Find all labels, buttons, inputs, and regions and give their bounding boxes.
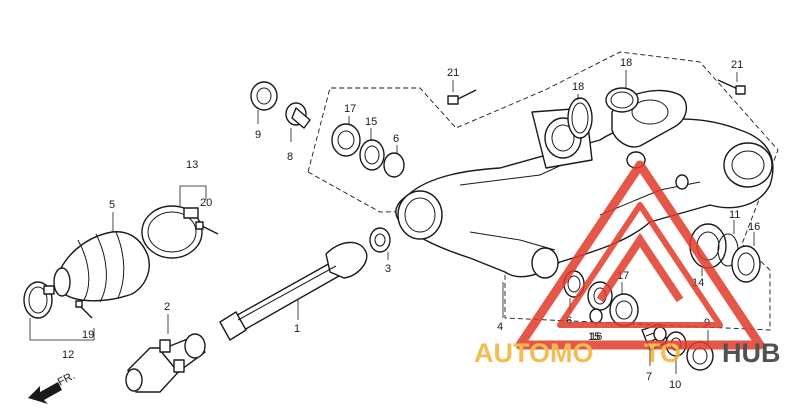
bearing-17-lower [609, 293, 639, 327]
callout-17-upper: 17 [344, 103, 356, 115]
watermark-logo: AUTOMO TO HUB [474, 160, 781, 368]
callout-18-left: 18 [572, 81, 584, 93]
callout-4: 4 [497, 321, 503, 333]
callout-10: 10 [669, 379, 681, 391]
callout-16-lower: 16 [590, 331, 602, 343]
boot [53, 231, 150, 303]
fitting-3 [369, 227, 391, 253]
callout-18-right: 18 [620, 57, 632, 69]
dust-seal-6-upper [383, 152, 405, 178]
swingarm [395, 89, 774, 279]
callout-12: 12 [62, 349, 74, 361]
callout-16-right: 16 [748, 221, 760, 233]
seal-18-left [567, 97, 593, 139]
bolt-21-right [717, 79, 746, 95]
seal-18-right [605, 87, 639, 113]
bearing-17-upper [331, 123, 361, 157]
bearing-15-lower [589, 308, 603, 324]
callout-20: 20 [200, 197, 212, 209]
seal-16-right [731, 245, 761, 283]
front-direction-label: FR. [56, 370, 77, 389]
universal-joint [125, 333, 206, 393]
front-direction-arrow [28, 382, 62, 404]
drive-shaft [219, 241, 368, 341]
watermark-text-hub: HUB [722, 338, 781, 368]
callout-21-left: 21 [447, 67, 459, 79]
watermark-text-auto: AUTOMO [474, 338, 594, 368]
band-screw-20 [195, 221, 219, 235]
callout-5: 5 [109, 199, 115, 211]
callout-13: 13 [186, 159, 198, 171]
callout-1: 1 [294, 323, 300, 335]
band-screw-19 [75, 300, 93, 319]
callout-19: 19 [82, 329, 94, 341]
watermark-text-mid: TO [644, 338, 681, 368]
boot-band-large [141, 205, 203, 259]
callout-9-upper: 9 [255, 129, 261, 141]
bolt-21-left [447, 89, 477, 105]
callout-6-lower: 6 [566, 315, 572, 327]
callout-11: 11 [729, 209, 740, 221]
pivot-bolt-8-upper [285, 102, 311, 129]
lock-nut-9-upper [250, 81, 278, 111]
assembly-outline [307, 51, 779, 331]
callout-7: 7 [646, 371, 652, 383]
callout-8-upper: 8 [287, 151, 293, 163]
bearing-15-upper [359, 139, 385, 171]
callout-15-upper: 15 [365, 116, 377, 128]
callout-2: 2 [164, 301, 170, 313]
callout-3: 3 [385, 263, 391, 275]
callout-6-upper: 6 [393, 133, 399, 145]
callout-15-lower: 15 [588, 331, 600, 343]
boot-band-small [23, 281, 55, 319]
callout-21-right: 21 [731, 59, 743, 71]
